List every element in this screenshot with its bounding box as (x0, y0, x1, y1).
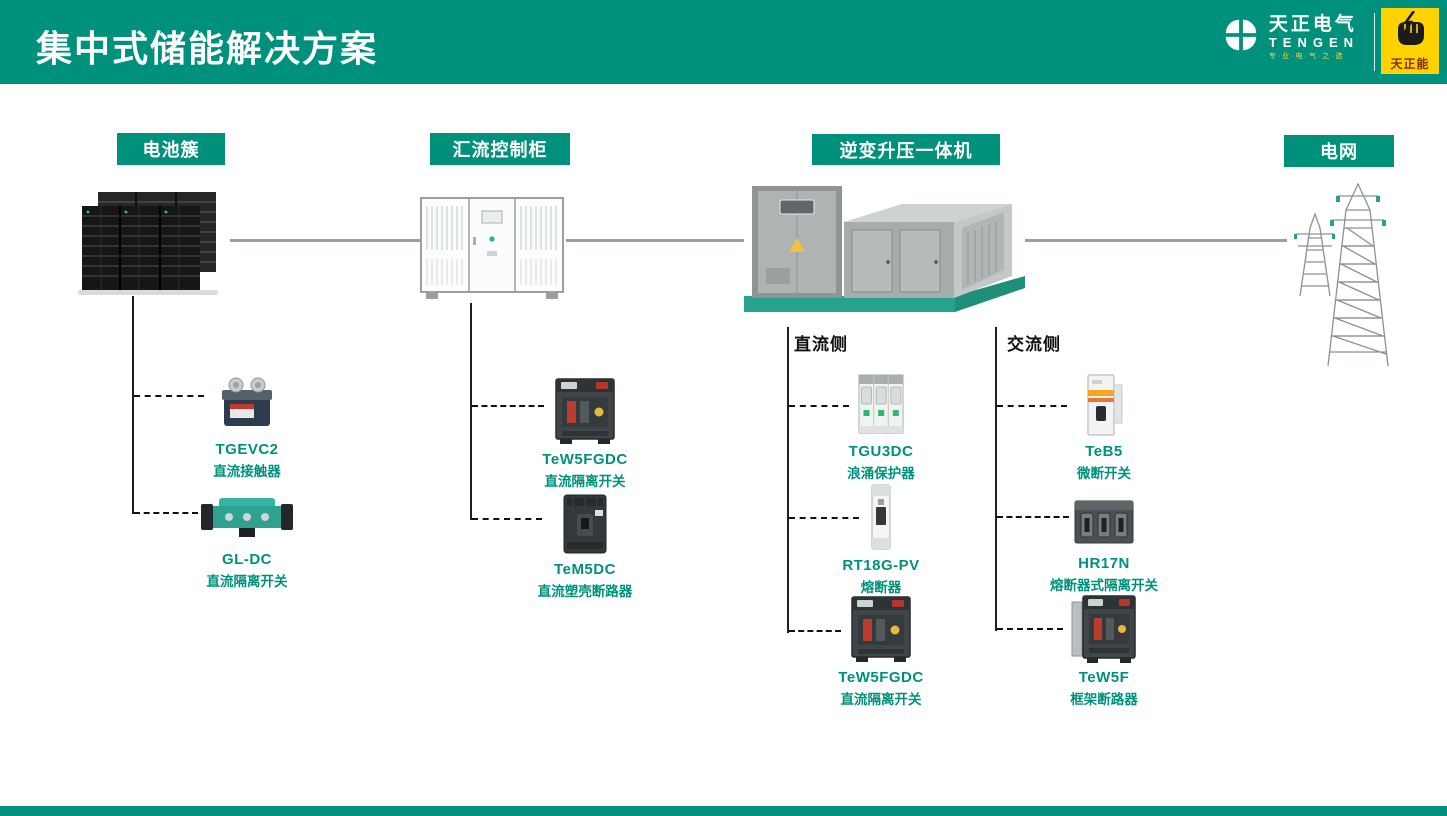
product-image-fuse-switch-disconnector (1024, 476, 1184, 550)
product-image-surge-protector (801, 362, 961, 438)
product-model: TeW5F (1078, 669, 1130, 686)
header-divider (1374, 13, 1375, 71)
product-name: 直流隔离开关 (544, 474, 626, 489)
product-image-frame-breaker (1024, 584, 1184, 664)
product-name: 直流塑壳断路器 (537, 584, 633, 599)
branch-line (134, 395, 204, 397)
branch-line (472, 518, 542, 520)
product-item-rt18g-pv: RT18G-PV 熔断器 (801, 474, 961, 596)
product-name: 直流接触器 (213, 464, 281, 479)
brand-tagline: 专·业·电·气·之·选 (1268, 53, 1345, 61)
product-model: TeB5 (1085, 443, 1123, 460)
inverter-station-image (742, 176, 1027, 323)
product-image-miniature-breaker (1024, 362, 1184, 438)
branch-line (134, 512, 198, 514)
product-item-teb5: TeB5 微断开关 (1024, 362, 1184, 482)
product-image-dc-contactor (167, 358, 327, 436)
product-item-tem5dc: TeM5DC 直流塑壳断路器 (505, 490, 665, 600)
branch-line (789, 630, 841, 632)
product-name: 熔断器式隔离开关 (1050, 578, 1158, 593)
connector-line-battery-combiner (230, 239, 420, 242)
product-image-fuse (801, 474, 961, 552)
product-image-air-circuit-breaker (505, 364, 665, 446)
product-name: 直流隔离开关 (840, 692, 922, 707)
branch-line (472, 405, 544, 407)
product-name: 框架断路器 (1070, 692, 1138, 707)
product-item-tew5f: TeW5F 框架断路器 (1024, 584, 1184, 708)
combiner-cabinet-image (418, 193, 566, 310)
badge-label: 天正能 (1390, 57, 1430, 71)
product-item-tgu3dc: TGU3DC 浪涌保护器 (801, 362, 961, 482)
energy-badge: 天正能 (1381, 8, 1439, 74)
battery-rack-image (72, 186, 232, 303)
station-label-inverter: 逆变升压一体机 (812, 134, 1000, 165)
trunk-line-ac-side (995, 327, 997, 631)
brand-text: 天正电气 TENGEN 专·业·电·气·之·选 (1268, 14, 1359, 61)
product-image-dc-isolator (167, 474, 327, 546)
brand-name-cn: 天正电气 (1268, 14, 1357, 35)
side-label-ac: 交流侧 (1007, 335, 1061, 354)
brand-lockup: 天正电气 TENGEN 专·业·电·气·之·选 (1222, 14, 1359, 61)
trunk-line-dc-side (787, 327, 789, 633)
trunk-line-combiner (470, 303, 472, 520)
branch-line (997, 405, 1067, 407)
product-model: TeM5DC (554, 561, 616, 578)
product-name: 直流隔离开关 (206, 574, 288, 589)
product-name: 微断开关 (1077, 466, 1131, 481)
branch-line (789, 405, 849, 407)
product-model: TGEVC2 (215, 441, 279, 458)
station-label-battery: 电池簇 (117, 133, 225, 165)
branch-line (997, 628, 1063, 630)
fist-lightning-icon (1398, 11, 1424, 45)
tengen-logo-icon (1222, 16, 1260, 59)
product-image-molded-case-breaker (505, 490, 665, 556)
side-label-dc: 直流侧 (794, 335, 848, 354)
brand-name-en: TENGEN (1268, 34, 1359, 50)
product-model: RT18G-PV (842, 557, 920, 574)
page-title: 集中式储能解决方案 (36, 28, 379, 69)
product-item-tew5fgdc: TeW5FGDC 直流隔离开关 (505, 364, 665, 490)
footer-bar (0, 806, 1447, 816)
product-model: TeW5FGDC (838, 669, 924, 686)
branch-line (789, 517, 859, 519)
product-item-tgevc2: TGEVC2 直流接触器 (167, 358, 327, 480)
product-image-air-circuit-breaker (801, 586, 961, 664)
product-name: 熔断器 (860, 580, 902, 595)
connector-line-inverter-grid (1025, 239, 1287, 242)
station-label-combiner: 汇流控制柜 (430, 133, 570, 165)
product-model: TGU3DC (848, 443, 914, 460)
connector-line-combiner-inverter (566, 239, 744, 242)
grid-tower-image (1286, 176, 1398, 375)
product-name: 浪涌保护器 (847, 466, 915, 481)
product-item-tew5fgdc-dc: TeW5FGDC 直流隔离开关 (801, 586, 961, 708)
product-model: TeW5FGDC (542, 451, 628, 468)
product-model: GL-DC (222, 551, 272, 568)
product-model: HR17N (1078, 555, 1130, 572)
station-label-grid: 电网 (1284, 135, 1394, 167)
product-item-hr17n: HR17N 熔断器式隔离开关 (1024, 476, 1184, 594)
trunk-line-battery (132, 296, 134, 514)
header-bar: 集中式储能解决方案 天正电气 TENGEN 专·业·电·气·之·选 (0, 0, 1447, 84)
branch-line (997, 516, 1069, 518)
product-item-gl-dc: GL-DC 直流隔离开关 (167, 474, 327, 590)
